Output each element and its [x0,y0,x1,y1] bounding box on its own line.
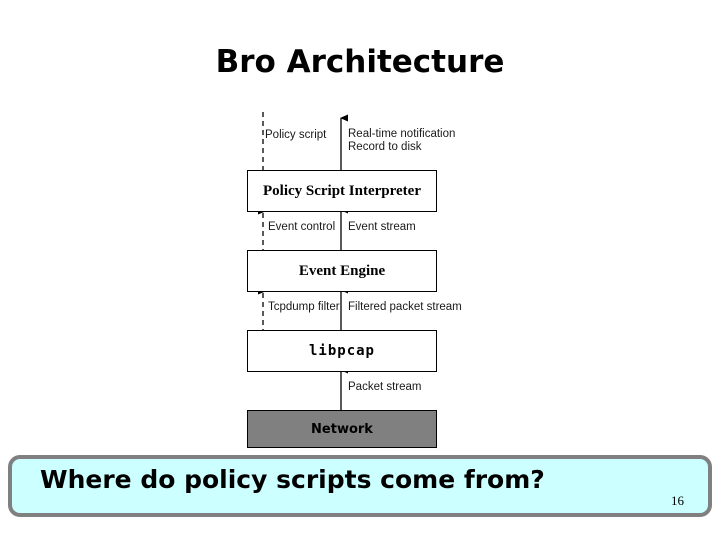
box-policy-script-interpreter: Policy Script Interpreter [247,170,437,212]
connector-label-packet-stream: Packet stream [348,381,422,393]
connector-label-event-stream: Event stream [348,221,416,233]
connector-label-record-to-disk: Record to disk [348,141,422,153]
box-label-event-engine: Event Engine [298,262,386,279]
box-label-policy-script-interpreter: Policy Script Interpreter [262,182,421,199]
box-label-network: Network [311,421,373,437]
bro-architecture-diagram: Policy script Real-time notification Rec… [0,108,720,453]
page-number: 16 [671,493,684,508]
box-libpcap: libpcap [247,330,437,372]
question-callout: Where do policy scripts come from? 16 [8,455,712,517]
connector-arrows [258,112,348,414]
connector-label-event-control: Event control [268,221,336,233]
box-event-engine: Event Engine [247,250,437,292]
box-network: Network [247,410,437,448]
box-label-libpcap: libpcap [308,343,375,359]
page-title: Bro Architecture [215,44,505,80]
connector-label-filtered-packet-stream: Filtered packet stream [348,301,462,313]
connector-label-real-time-notification: Real-time notification [348,128,456,140]
connector-label-tcpdump-filter: Tcpdump filter [268,301,340,313]
callout-question-text: Where do policy scripts come from? [40,465,545,494]
connector-label-policy-script: Policy script [265,129,327,141]
